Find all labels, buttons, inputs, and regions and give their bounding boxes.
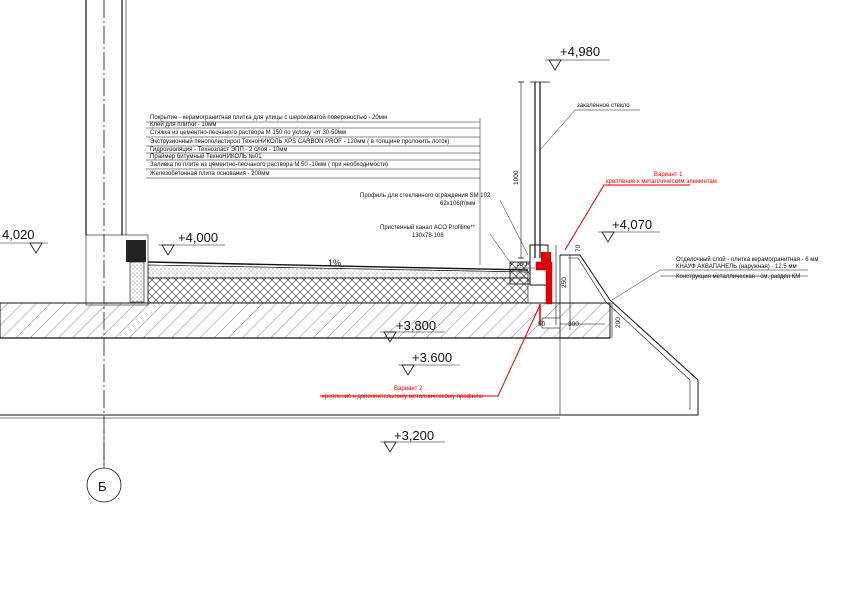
variant1-text: крепление к металлическим элементам: [606, 179, 717, 185]
glass-callout: закаленное стекло: [577, 103, 630, 109]
dim-1000: 1000: [513, 170, 520, 185]
facing-callout-1: Отделочный слой - плитка керамогранитная…: [676, 256, 819, 263]
level-4020: 4,020: [2, 227, 35, 242]
layer-8: Железобетонная плита основания - 200мм: [150, 171, 269, 177]
variant1-title: Вариант 1: [654, 172, 683, 178]
dim-130: 130: [516, 261, 527, 268]
red-leaders: [320, 184, 690, 397]
layer-5: Гидроизоляция - Технозласт ЭПП - 2 слоя …: [150, 147, 288, 153]
level-3600: +3.600: [412, 350, 452, 365]
dim-300: 300: [568, 321, 579, 328]
slope-label: 1%: [328, 258, 341, 268]
building-wall: [85, 0, 149, 470]
variant2-title: Вариант 2: [394, 386, 423, 392]
dim-250: 250: [561, 277, 568, 288]
level-3800: +3,800: [396, 318, 436, 333]
glass-balustrade: [509, 81, 550, 286]
base-slab: [0, 302, 611, 339]
facing-callout-3: Конструкция металлическая - см. раздел К…: [676, 274, 800, 280]
level-markers: [0, 59, 660, 453]
grid-axis-label: Б: [98, 479, 107, 494]
layer-6: Праймер битумный ТехноНИКОЛЬ №01: [150, 153, 262, 160]
layer-7: Заливка по плите из цементно-песчаного р…: [150, 162, 388, 168]
layer-2: Клей для плитки - 10мм: [150, 121, 216, 128]
variant2-text: крепление к дополнительному металлическо…: [322, 394, 483, 400]
profile-callout-2: 62х106(h)мм: [440, 201, 475, 207]
facing-callout-2: КНАУФ АКВАПАНЕЛЬ (наружная) - 12.5 мм: [676, 264, 797, 270]
level-4000: +4,000: [178, 230, 218, 245]
dimension-lines: [512, 81, 613, 338]
terrace-layers: [147, 261, 529, 304]
dim-50: 50: [538, 321, 546, 328]
facade-cladding: [541, 254, 699, 416]
fixing-element: [535, 252, 553, 325]
grid-axis: [86, 430, 122, 503]
dim-200: 200: [615, 317, 622, 328]
layer-1: Покрытие - керамогранитная плитка для ул…: [150, 114, 387, 121]
layer-4: Экструзионный пенополистирол ТехноНИКОЛЬ…: [150, 138, 449, 145]
channel-callout-1: Пристенный канал ACO Profiline**: [380, 224, 476, 231]
channel-callout-2: 130х78-108: [412, 233, 444, 239]
ceiling-lines: [0, 338, 561, 419]
level-3200: +3,200: [394, 428, 434, 443]
layer-3: Стяжка из цементно-песчаного раствора М …: [150, 130, 346, 136]
level-4070: +4,070: [612, 217, 652, 232]
dim-70: 70: [575, 244, 582, 252]
profile-callout-1: Профиль для стеклянного ограждения SM 10…: [360, 193, 491, 199]
leader-lines: [146, 109, 808, 301]
level-4980: +4,980: [560, 44, 600, 59]
